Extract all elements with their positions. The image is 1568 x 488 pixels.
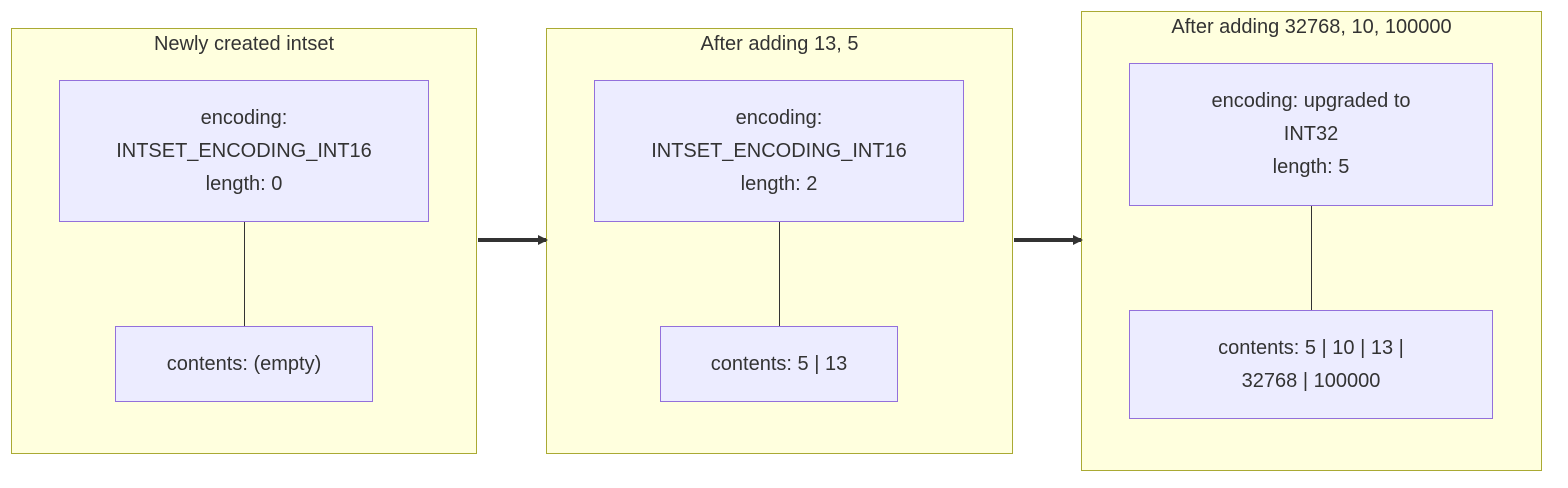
node-line: encoding: upgraded to <box>1211 90 1411 112</box>
stage-title: After adding 32768, 10, 100000 <box>1171 16 1452 38</box>
node-line: contents: 5 | 13 <box>710 352 848 375</box>
node-line: INTSET_ENCODING_INT16 <box>116 139 372 162</box>
intset-contents-node: contents: (empty) <box>115 326 373 402</box>
node-line: length: 0 <box>205 172 283 195</box>
node-line: INTSET_ENCODING_INT16 <box>651 139 907 162</box>
intset-header-node: encoding: INTSET_ENCODING_INT16 length: … <box>594 80 964 222</box>
header-contents-link <box>244 222 245 326</box>
stage-title: After adding 13, 5 <box>700 33 859 55</box>
node-line: length: 5 <box>1272 156 1350 178</box>
intset-header-node: encoding: upgraded to INT32 length: 5 <box>1129 63 1493 206</box>
node-line: 32768 | 100000 <box>1241 369 1381 392</box>
header-contents-link <box>779 222 780 326</box>
node-line: length: 2 <box>740 172 818 195</box>
node-line: encoding: <box>200 106 288 129</box>
intset-header-node: encoding: INTSET_ENCODING_INT16 length: … <box>59 80 429 222</box>
node-line: contents: (empty) <box>166 352 322 375</box>
node-line: INT32 <box>1283 123 1339 145</box>
intset-contents-node: contents: 5 | 10 | 13 | 32768 | 100000 <box>1129 310 1493 419</box>
node-line: contents: 5 | 10 | 13 | <box>1218 336 1404 359</box>
intset-contents-node: contents: 5 | 13 <box>660 326 898 402</box>
header-contents-link <box>1311 206 1312 310</box>
node-line: encoding: <box>735 106 823 129</box>
stage-title: Newly created intset <box>153 33 335 55</box>
